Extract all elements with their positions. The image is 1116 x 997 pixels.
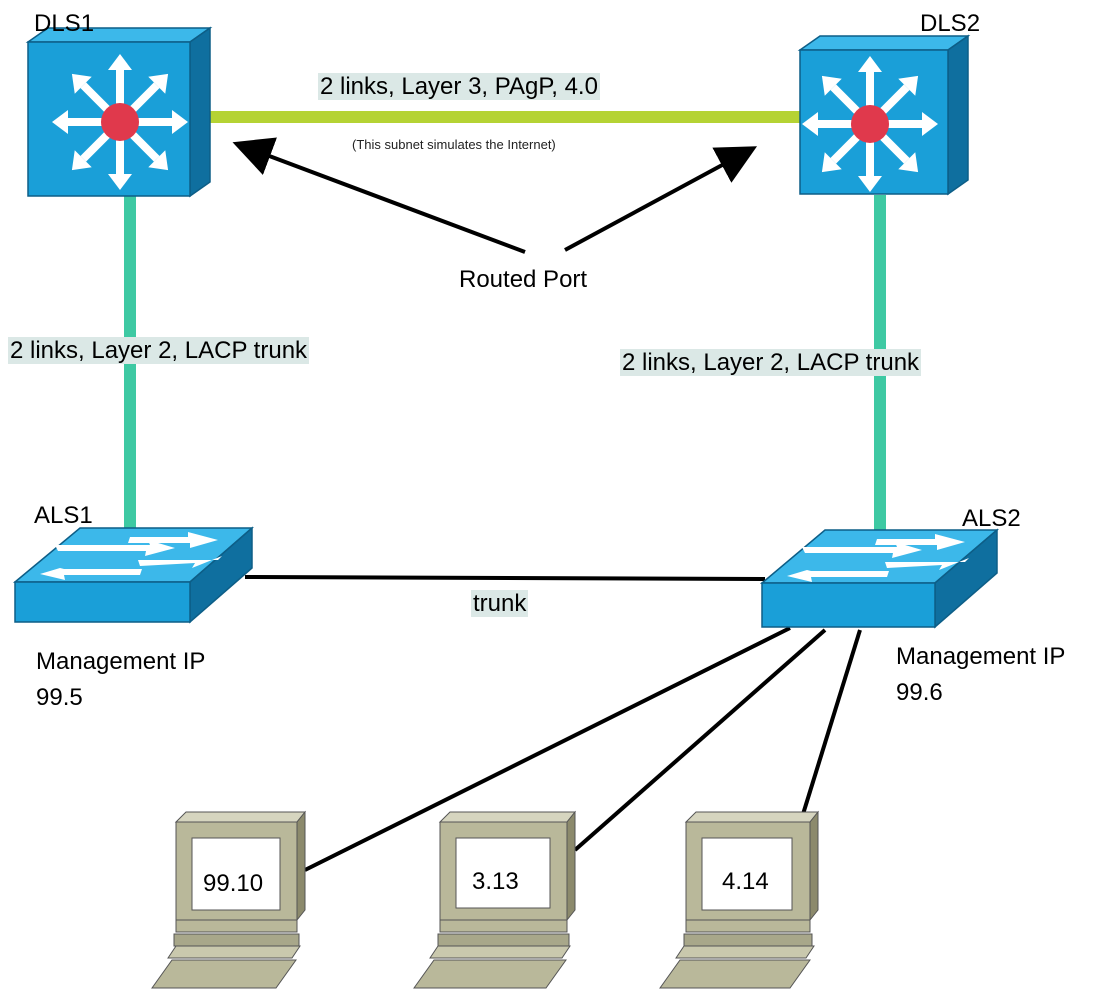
host-ip-label: 3.13 <box>472 868 519 895</box>
link-als1-als2 <box>244 575 766 581</box>
routed-port-arrow-right <box>564 146 758 252</box>
dls2-switch-icon[interactable] <box>797 34 971 196</box>
trunk-label: trunk <box>471 590 529 617</box>
l3-link-label: 2 links, Layer 3, PAgP, 4.0 <box>318 73 600 100</box>
l3-link-label-wrap: 2 links, Layer 3, PAgP, 4.0 <box>318 73 600 101</box>
als2-name: ALS2 <box>962 505 1021 532</box>
l2-link-left-label: 2 links, Layer 2, LACP trunk <box>8 337 310 364</box>
link-als2-host3 <box>793 629 862 841</box>
als1-mgmt-ip: 99.5 <box>36 684 83 711</box>
als2-switch-icon[interactable] <box>759 528 1000 629</box>
als1-switch-icon[interactable] <box>12 526 255 624</box>
l2-link-left-wrap: 2 links, Layer 2, LACP trunk <box>8 337 310 365</box>
host-ip-label: 4.14 <box>722 868 769 895</box>
routed-port-arrow-left <box>232 137 526 254</box>
host-ip-label: 99.10 <box>203 870 264 897</box>
als1-mgmt-label: Management IP <box>36 648 206 675</box>
routed-port-label: Routed Port <box>459 266 588 293</box>
als1-name: ALS1 <box>34 502 93 529</box>
host-pc-icon[interactable] <box>413 810 577 989</box>
host-pc-icon[interactable] <box>151 810 307 989</box>
als2-mgmt-label: Management IP <box>896 643 1066 670</box>
link-als2-host2 <box>573 628 827 852</box>
host-pc-icon[interactable] <box>659 810 820 989</box>
dls1-name: DLS1 <box>34 10 95 37</box>
l3-link-note: (This subnet simulates the Internet) <box>352 137 556 152</box>
trunk-label-wrap: trunk <box>471 590 529 618</box>
l2-link-right-label: 2 links, Layer 2, LACP trunk <box>620 349 922 376</box>
dls2-name: DLS2 <box>920 10 981 37</box>
dls1-switch-icon[interactable] <box>25 26 213 198</box>
als2-mgmt-ip: 99.6 <box>896 679 943 706</box>
link-als2-host1 <box>304 626 791 872</box>
l2-link-right-wrap: 2 links, Layer 2, LACP trunk <box>620 349 922 377</box>
